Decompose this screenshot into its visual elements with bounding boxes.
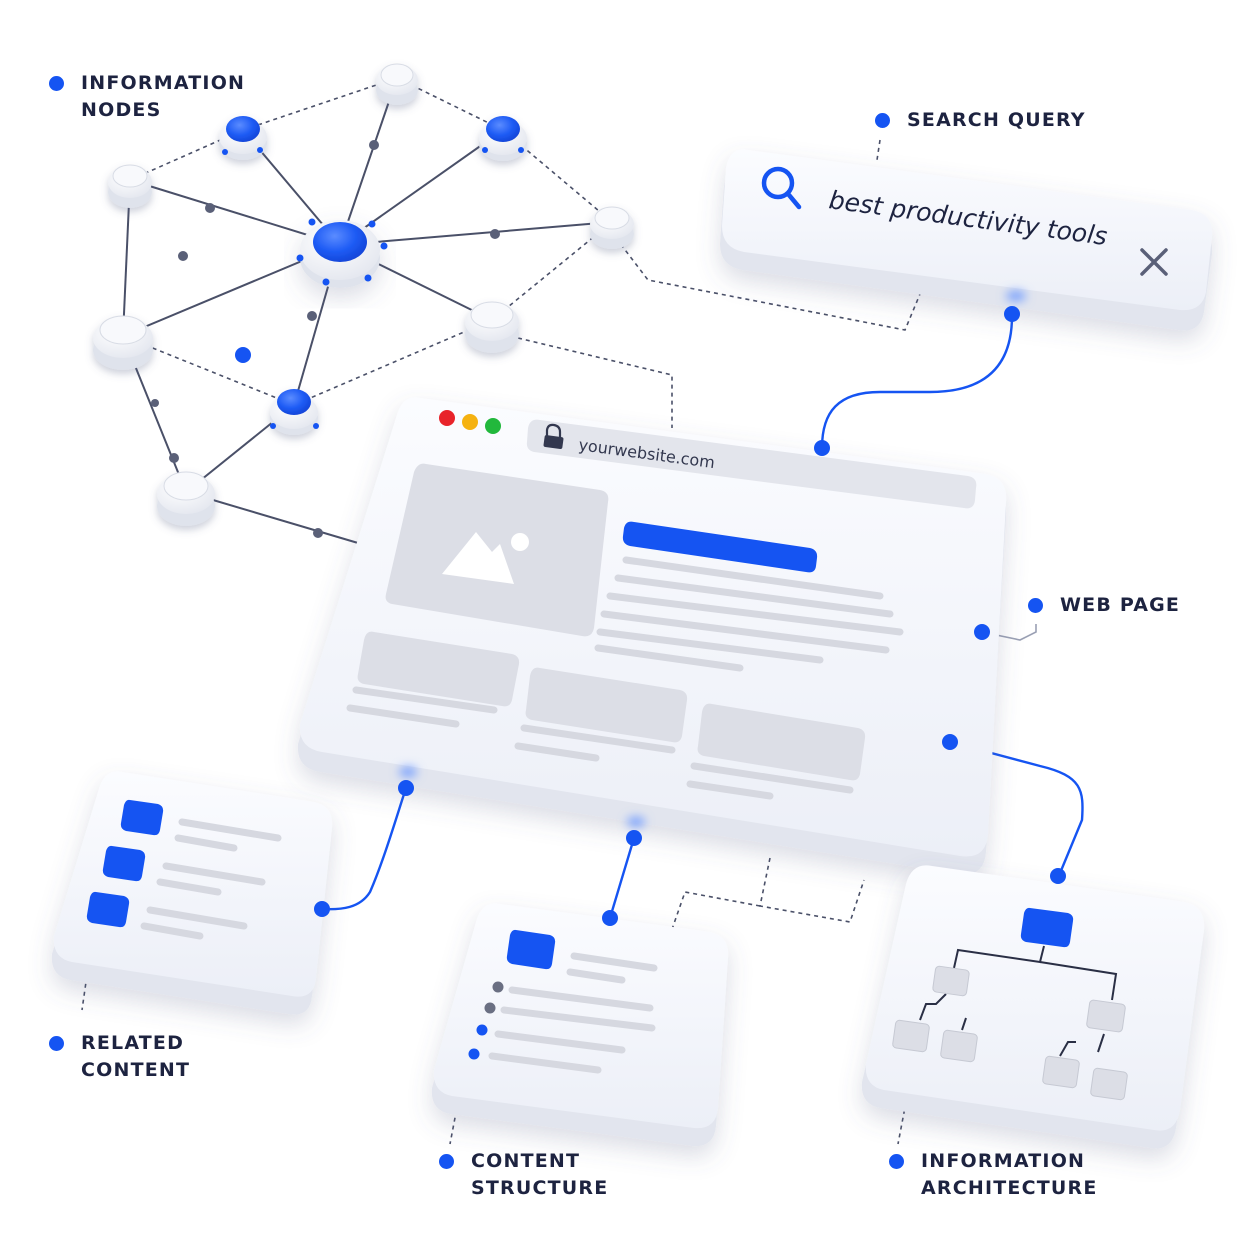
tree-lines (919, 945, 1118, 1057)
block-text-lines (346, 686, 854, 800)
white-node (157, 471, 215, 526)
window-minimize-dot[interactable] (462, 414, 478, 430)
edge-solid (129, 179, 341, 246)
related-content-card (51, 771, 333, 1015)
edge-solid (185, 491, 359, 544)
blue-connectors (321, 315, 1084, 919)
lock-icon (543, 423, 564, 450)
related-label-leader (81, 967, 89, 1011)
label-web-page: WEB PAGE (1028, 592, 1180, 619)
page-to-structure-connector (608, 837, 636, 919)
label-information-nodes: INFORMATION NODES (49, 70, 245, 124)
structure-label-leader (449, 1101, 459, 1145)
structure-lines (488, 952, 658, 1074)
label-bullet (49, 1036, 64, 1051)
search-to-page-connector (820, 315, 1014, 449)
edge-solid (339, 129, 504, 246)
label-related-content: RELATED CONTENT (49, 1030, 190, 1084)
white-node (93, 315, 153, 370)
label-search-query: SEARCH QUERY (875, 107, 1086, 134)
web-page-leader (981, 624, 1037, 641)
label-information-architecture: INFORMATION ARCHITECTURE (889, 1148, 1098, 1202)
content-block (525, 667, 688, 743)
page-to-architecture-connector (949, 740, 1084, 879)
root-node-icon (1020, 907, 1074, 948)
window-maximize-dot[interactable] (485, 418, 501, 434)
architecture-label-leader (897, 1101, 907, 1145)
page-to-related-connector (321, 787, 408, 911)
web-page-browser: yourwebsite.com (297, 397, 1007, 875)
window-close-dot[interactable] (439, 410, 455, 426)
white-node (465, 301, 519, 353)
label-bullet (49, 76, 64, 91)
information-architecture-card (861, 865, 1205, 1149)
label-bullet (875, 113, 890, 128)
edge-dashed (242, 77, 398, 131)
page-text-lines (594, 556, 904, 672)
related-item-lines (140, 818, 282, 940)
connector-endpoints (314, 306, 1066, 926)
address-bar[interactable] (526, 419, 977, 509)
edge-dashed (517, 337, 673, 428)
network-edges (122, 77, 1013, 544)
page-heading-bar (622, 521, 818, 573)
edge-solid (339, 77, 398, 246)
blue-dot (235, 347, 251, 363)
white-node (376, 63, 418, 105)
label-bullet (1028, 598, 1043, 613)
structure-heading-icon (506, 929, 556, 970)
edge-dashed (615, 237, 926, 331)
tree-child-node (892, 965, 1128, 1101)
label-content-structure: CONTENT STRUCTURE (439, 1148, 608, 1202)
search-bar[interactable]: best productivity tools (720, 149, 1213, 331)
information-nodes (93, 63, 634, 526)
white-node (108, 164, 152, 208)
edge-solid (339, 221, 613, 246)
blue-node (219, 116, 267, 160)
close-icon[interactable] (1140, 248, 1168, 276)
content-block (357, 631, 520, 707)
label-bullet (889, 1154, 904, 1169)
content-structure-card (431, 903, 729, 1147)
edge-dashed (293, 319, 493, 406)
blue-node (270, 389, 318, 435)
edge-dashed (122, 335, 295, 406)
search-icon (761, 166, 802, 210)
search-label-leader (876, 139, 881, 161)
page-to-cards-dashed (759, 857, 865, 923)
blue-node (479, 116, 527, 161)
content-block (697, 703, 866, 781)
label-bullet (439, 1154, 454, 1169)
white-node (590, 206, 634, 249)
image-icon (442, 532, 529, 584)
page-to-cards-dashed (669, 891, 761, 936)
related-item-icon (86, 799, 164, 928)
hub-node (300, 220, 380, 288)
